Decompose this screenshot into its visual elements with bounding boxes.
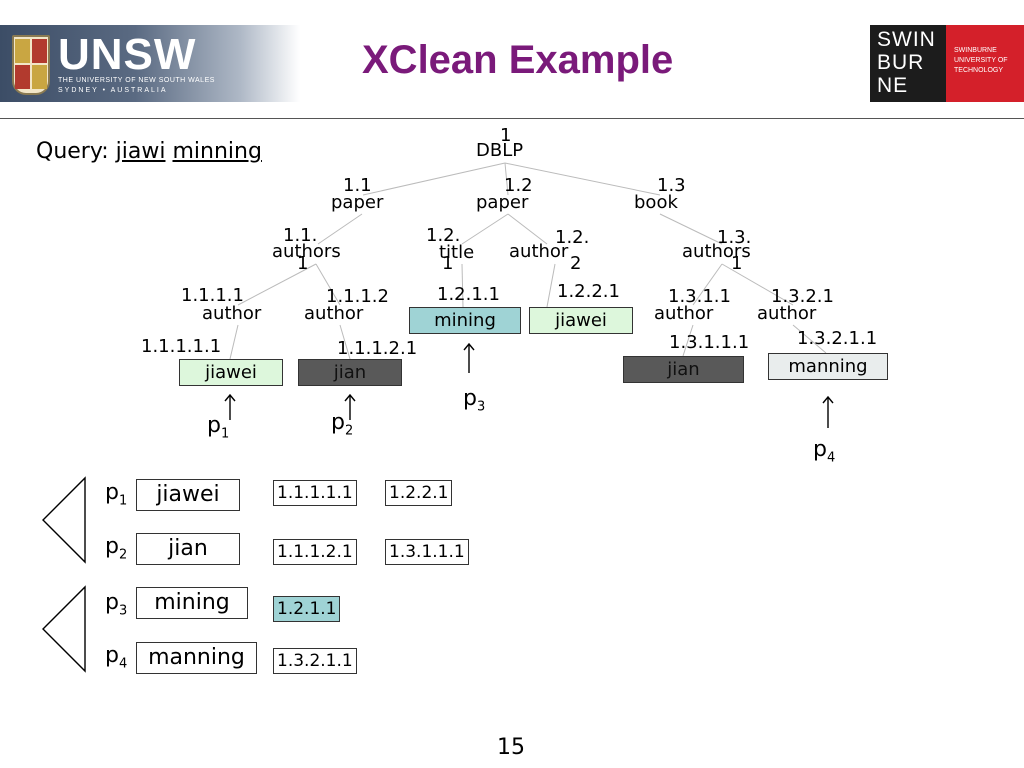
list-keyword: jian [136,533,240,565]
node-value-jian: jian [298,359,402,386]
node-id-1-1-1-2: 1.1.1.2 [326,286,389,307]
node-label-1-3-2-1: author [757,303,817,324]
query-label: Query: [36,139,109,164]
pointer-p2: p2 [331,410,354,439]
node-id-1-3-1-1-1: 1.3.1.1.1 [669,332,750,353]
list-keyword: manning [136,642,257,674]
list-cell: 1.3.1.1.1 [385,539,469,565]
node-label-1-2: paper [476,192,529,213]
swin-logo-line: SWIN [877,28,936,51]
unsw-logo: UNSW THE UNIVERSITY OF NEW SOUTH WALES S… [0,25,300,102]
node-id-1-1-1-2-1: 1.1.1.2.1 [337,338,418,359]
list-cell: 1.3.2.1.1 [273,648,357,674]
node-value-jiawei: jiawei [529,307,633,334]
query-keyword-2: minning [172,139,262,164]
pointer-p4: p4 [813,437,836,466]
node-id-1-1-1-tail: 1 [297,253,309,274]
list-cell: 1.2.2.1 [385,480,453,506]
node-id-1-2-2-tail: 2 [570,253,582,274]
list-cell: 1.1.1.2.1 [273,539,357,565]
slide-title: XClean Example [362,38,674,82]
unsw-logo-location: SYDNEY • AUSTRALIA [58,87,168,94]
header-divider [0,118,1024,119]
node-id-1-1-1: 1.1. [283,225,318,246]
node-id-1-1: 1.1 [343,175,372,196]
node-id-1-2-1-tail: 1 [442,253,454,274]
node-label-1-3: book [634,192,678,213]
list-pointer-p3: p3 [105,590,128,619]
node-id-1-1-1-1-1: 1.1.1.1.1 [141,336,222,357]
pointer-p1: p1 [207,413,230,442]
node-value-jian: jian [623,356,744,383]
unsw-logo-subtitle: THE UNIVERSITY OF NEW SOUTH WALES [58,77,215,84]
node-label-1-1-1-1: author [202,303,262,324]
swin-logo-text: UNIVERSITY OF [954,57,1008,64]
query-keyword-1: jiawi [115,139,166,164]
node-id-1-2: 1.2 [504,175,533,196]
list-cell: 1.1.1.1.1 [273,480,357,506]
list-pointer-p1: p1 [105,480,128,509]
node-value-mining: mining [409,307,521,334]
node-label-1-1: paper [331,192,384,213]
node-value-jiawei: jiawei [179,359,283,386]
node-label-root: DBLP [476,140,524,161]
node-id-1-2-2: 1.2. [555,227,590,248]
swin-logo-text: TECHNOLOGY [954,67,1004,74]
node-id-1-3-2-1-1: 1.3.2.1.1 [797,328,878,349]
node-id-1-2-1: 1.2. [426,225,461,246]
unsw-logo-word: UNSW [58,30,197,79]
node-id-1-2-1-1: 1.2.1.1 [437,284,500,305]
node-id-1-3: 1.3 [657,175,686,196]
list-keyword: jiawei [136,479,240,511]
node-label-1-1-1-2: author [304,303,364,324]
list-pointer-p4: p4 [105,643,128,672]
node-label-1-1-1: authors [272,241,341,262]
node-id-1-3-1-1: 1.3.1.1 [668,286,731,307]
swin-logo-text: SWINBURNE [954,47,997,54]
list-pointer-p2: p2 [105,534,128,563]
swinburne-logo: SWIN BUR NE SWINBURNE UNIVERSITY OF TECH… [870,25,1024,102]
node-id-1-3-1: 1.3. [717,227,752,248]
node-label-1-3-1-1: author [654,303,714,324]
pointer-p3: p3 [463,386,486,415]
node-id-1-2-2-1: 1.2.2.1 [557,281,620,302]
page-number: 15 [497,735,525,760]
swin-logo-line: BUR [877,51,925,74]
unsw-crest-icon [12,35,50,95]
node-id-1-3-2-1: 1.3.2.1 [771,286,834,307]
node-value-manning: manning [768,353,888,380]
node-id-root: 1 [500,125,512,146]
list-keyword: mining [136,587,248,619]
swin-logo-line: NE [877,74,909,97]
query-line: Query: jiawi minning [36,139,262,164]
node-label-1-3-1: authors [682,241,751,262]
list-cell: 1.2.1.1 [273,596,341,622]
node-label-1-2-2: author [509,241,569,262]
node-id-1-1-1-1: 1.1.1.1 [181,285,244,306]
node-id-1-3-1-tail: 1 [731,253,743,274]
node-label-1-2-1: title [439,242,475,263]
